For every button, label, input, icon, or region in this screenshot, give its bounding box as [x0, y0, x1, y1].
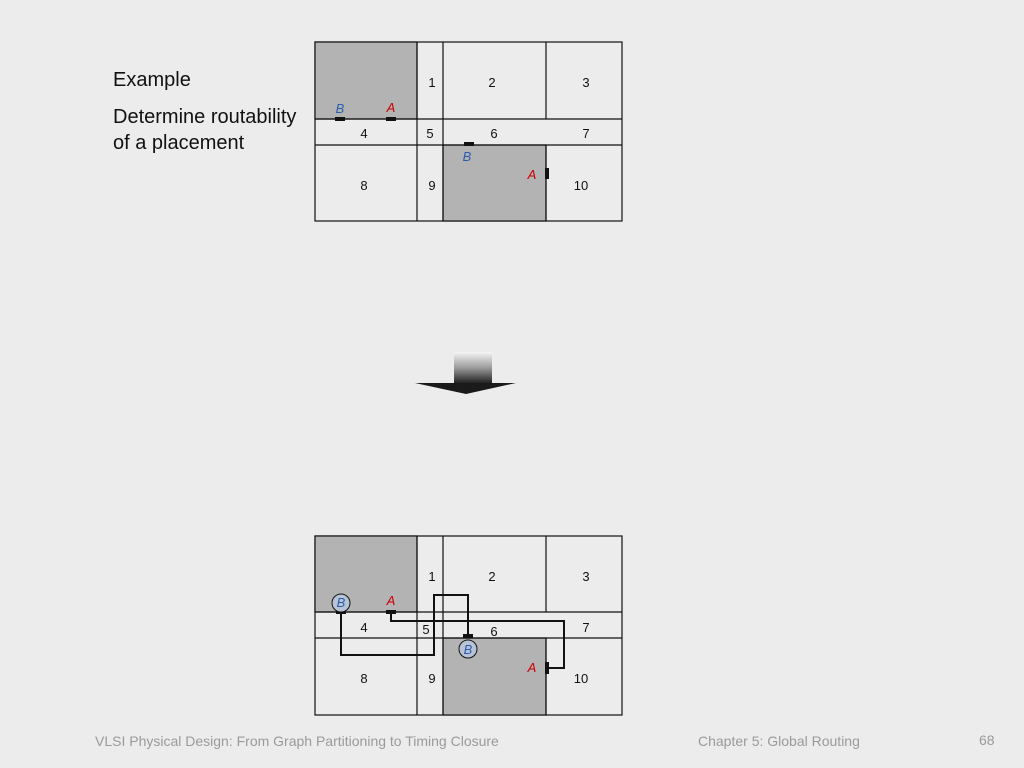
route-net-a: [390, 613, 565, 669]
cell-label-1: 1: [428, 569, 435, 584]
cell-label-5: 5: [426, 126, 433, 141]
cell-label-4: 4: [360, 620, 367, 635]
placed-block-lower-middle: [442, 144, 547, 222]
pin-b-highlight: [331, 593, 351, 613]
cell-label-9: 9: [428, 178, 435, 193]
pin-a-block1: [386, 117, 396, 121]
pin-b-block1: [335, 117, 345, 121]
pin-b-block2: [464, 142, 474, 146]
cell-label-6: 6: [490, 126, 497, 141]
pin-label-b: B: [463, 149, 472, 164]
cell-label-10: 10: [574, 671, 588, 686]
pin-label-a: A: [386, 100, 396, 115]
pin-label-a: A: [527, 660, 537, 675]
placed-block-upper-left: [314, 535, 418, 613]
cell-label-7: 7: [582, 620, 589, 635]
cell-label-9: 9: [428, 671, 435, 686]
cell-label-3: 3: [582, 75, 589, 90]
cell-label-7: 7: [582, 126, 589, 141]
pin-a-block2: [545, 662, 549, 674]
example-title: Example: [113, 69, 191, 91]
cell-label-2: 2: [488, 75, 495, 90]
footer-chapter: Chapter 5: Global Routing: [698, 733, 860, 749]
pin-label-b: B: [464, 642, 473, 657]
down-arrow-icon: [415, 352, 516, 394]
cell-label-8: 8: [360, 671, 367, 686]
cell-label-6: 6: [490, 624, 497, 639]
pin-b-block2: [463, 634, 473, 638]
cell-label-5: 5: [422, 622, 429, 637]
cell-label-4: 4: [360, 126, 367, 141]
cell-label-3: 3: [582, 569, 589, 584]
pin-label-a: A: [527, 167, 537, 182]
pin-label-a: A: [386, 593, 396, 608]
pin-a-block1: [386, 610, 396, 614]
pin-label-b: B: [337, 595, 346, 610]
cell-label-10: 10: [574, 178, 588, 193]
placed-block-lower-middle: [442, 637, 547, 716]
placement-grid-bottom: 1 2 3 4 5 6 7 8 9 10 B A B A: [314, 535, 623, 716]
example-description: Determine routability of a placement: [113, 106, 297, 154]
placement-grid-top: 1 2 3 4 5 6 7 8 9 10 B A B A: [314, 41, 623, 222]
route-net-b: [340, 594, 469, 656]
pin-b-highlight: [458, 639, 478, 659]
pin-label-b: B: [336, 101, 345, 116]
pin-a-block2: [545, 168, 549, 179]
footer-book-title: VLSI Physical Design: From Graph Partiti…: [95, 733, 499, 749]
cell-label-2: 2: [488, 569, 495, 584]
cell-label-8: 8: [360, 178, 367, 193]
page-number: 68: [979, 732, 995, 748]
cell-label-1: 1: [428, 75, 435, 90]
placed-block-upper-left: [314, 41, 418, 120]
